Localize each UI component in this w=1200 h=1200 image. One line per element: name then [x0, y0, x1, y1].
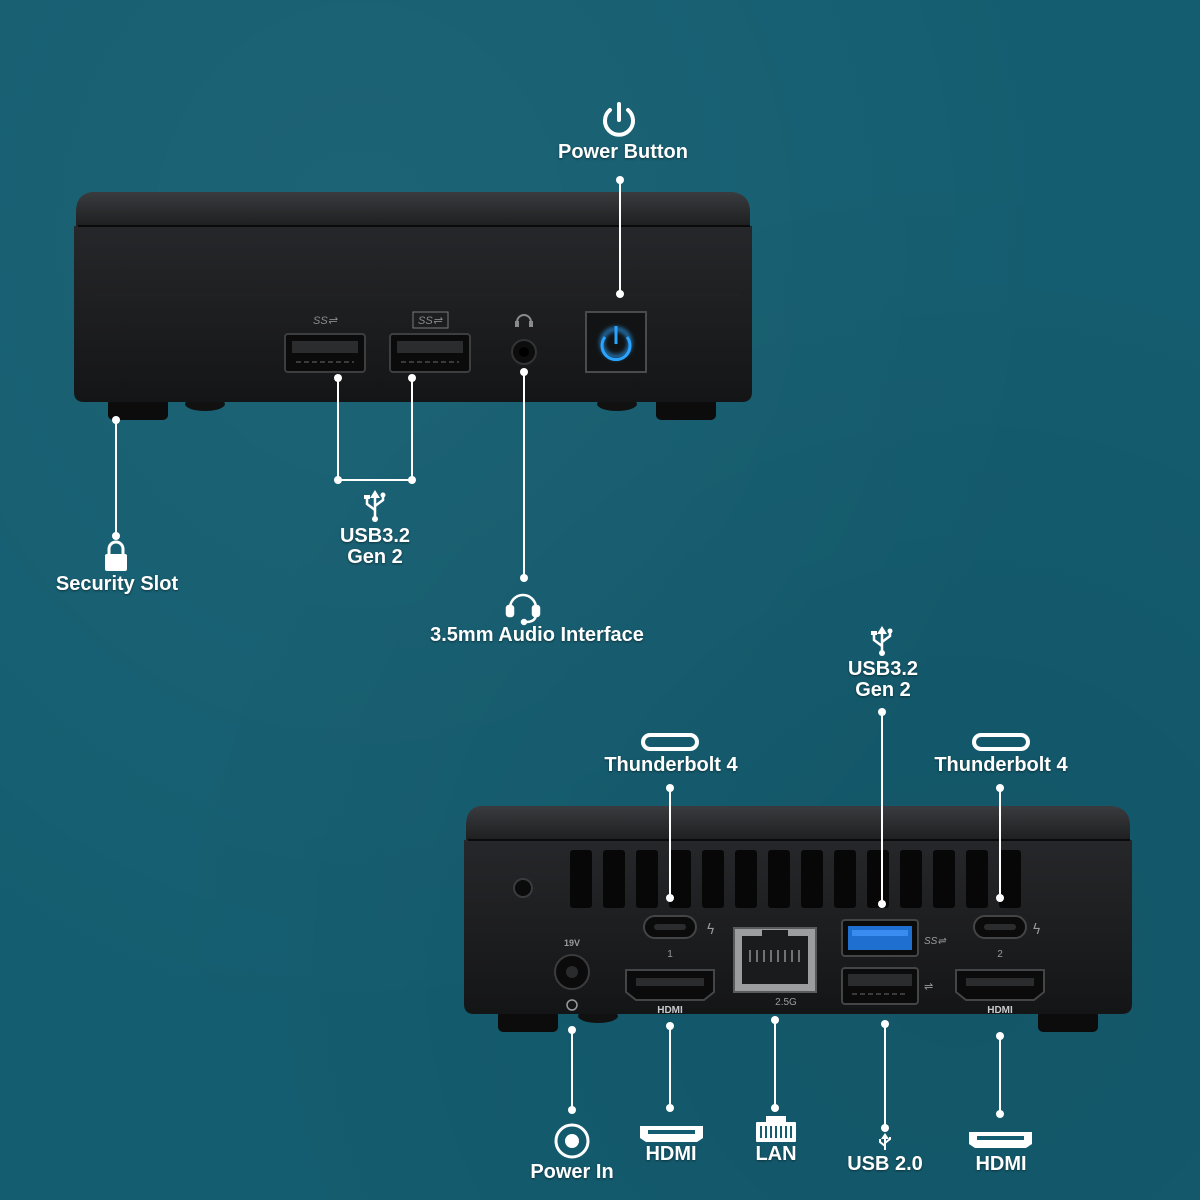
rear-usb20-port: ⇌: [841, 967, 933, 1005]
power-icon: [603, 102, 635, 137]
front-usb-line1: USB3.2: [339, 525, 411, 547]
lan-icon: [756, 1116, 796, 1142]
thunderbolt-port-icon: [972, 733, 1030, 751]
front-usb-line2: Gen 2: [347, 546, 403, 568]
thunderbolt-port-2: ϟ 2: [973, 915, 1041, 960]
svg-text:SS⇌: SS⇌: [924, 936, 946, 947]
svg-text:ϟ: ϟ: [1032, 922, 1041, 938]
label-security-slot: Security Slot: [55, 573, 179, 595]
front-usb-port-1: [284, 333, 366, 373]
callout-lines: [115, 180, 1001, 1128]
label-thunderbolt-right: Thunderbolt 4: [934, 754, 1068, 776]
front-foot-right: [656, 398, 716, 420]
label-usb20: USB 2.0: [847, 1153, 923, 1175]
callout-dots: [112, 176, 1004, 1132]
front-foot-left: [108, 398, 168, 420]
label-hdmi-right: HDMI: [975, 1153, 1027, 1175]
svg-text:19V: 19V: [564, 938, 580, 948]
label-audio: 3.5mm Audio Interface: [430, 624, 644, 646]
front-power-button: [585, 311, 647, 373]
thunderbolt-port-icon: [641, 733, 699, 751]
usb-icon: [879, 1133, 891, 1150]
hdmi-port-2: HDMI: [955, 969, 1045, 1016]
svg-text:1: 1: [667, 949, 673, 960]
svg-text:⇌: ⇌: [924, 980, 933, 993]
svg-text:2.5G: 2.5G: [775, 997, 797, 1008]
rear-lid: [466, 806, 1130, 840]
label-power-in: Power In: [530, 1161, 614, 1183]
svg-text:2: 2: [997, 949, 1003, 960]
usb-ss-logo-1: SS⇌: [313, 315, 338, 327]
label-hdmi-left: HDMI: [645, 1143, 697, 1165]
power-in-icon: [554, 1123, 590, 1159]
rear-vents: [570, 850, 1021, 908]
svg-text:HDMI: HDMI: [657, 1005, 683, 1016]
dc-in-port: 19V: [554, 938, 590, 1011]
usb-icon: [364, 490, 386, 522]
rear-usb-line2: Gen 2: [855, 679, 911, 701]
usb-icon: [871, 626, 893, 656]
lan-port: 2.5G: [733, 927, 817, 1008]
label-thunderbolt-left: Thunderbolt 4: [604, 754, 738, 776]
front-mini-pc: SS⇌ SS⇌: [74, 192, 752, 420]
rear-mini-pc: 19V ϟ 1 HDMI: [464, 806, 1132, 1032]
headset-icon: [505, 593, 541, 626]
thunderbolt-port-1: ϟ 1: [643, 915, 715, 960]
label-rear-usb32: USB3.2 Gen 2: [826, 659, 940, 701]
label-power-button: Power Button: [558, 141, 688, 163]
usb-ss-logo-2: SS⇌: [418, 315, 443, 327]
svg-text:HDMI: HDMI: [987, 1005, 1013, 1016]
rear-usb32-port: SS⇌: [841, 919, 946, 957]
label-front-usb: USB3.2 Gen 2: [318, 526, 432, 568]
rear-usb-line1: USB3.2: [847, 658, 919, 680]
svg-text:ϟ: ϟ: [706, 922, 715, 938]
front-lid: [76, 192, 750, 226]
hdmi-port-1: HDMI: [625, 969, 715, 1016]
label-lan: LAN: [755, 1143, 797, 1165]
audio-jack: [511, 314, 537, 365]
lock-icon: [105, 540, 127, 571]
front-usb-port-2: [389, 333, 471, 373]
